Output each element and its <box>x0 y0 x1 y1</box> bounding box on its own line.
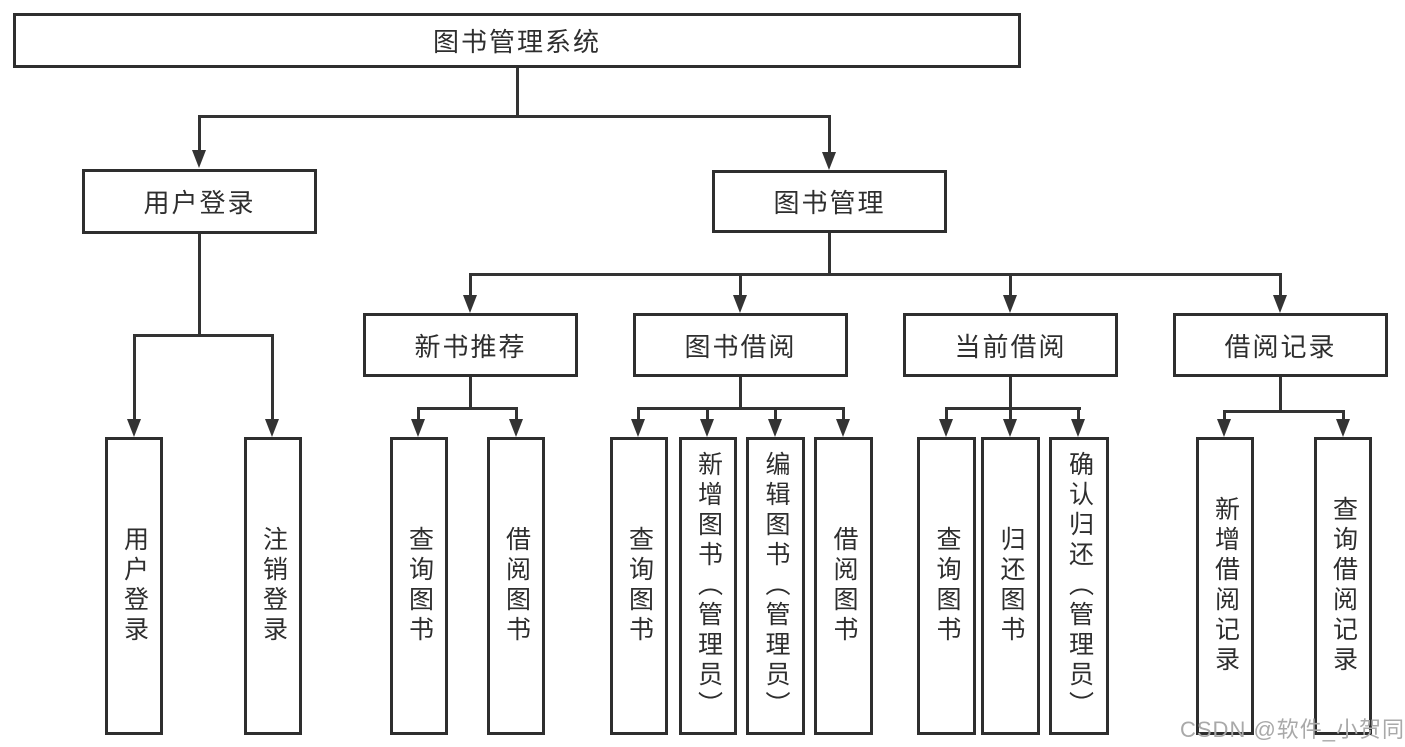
connector-to-leaf-user-login <box>133 334 136 419</box>
connector-leaf-stub <box>945 407 948 420</box>
connector-leaf-stub <box>417 407 420 420</box>
arrow-down-icon <box>700 419 714 437</box>
connector-book-management-crossbar <box>469 273 1282 276</box>
connector-to-leaf-logout <box>271 334 274 419</box>
node-label: 图书管理系统 <box>432 27 601 57</box>
connector-to-current-borrow <box>1009 273 1012 296</box>
leaf-label: 编辑图书（管理员） <box>762 451 790 721</box>
arrow-down-icon <box>939 419 953 437</box>
leaf-label: 确认归还（管理员） <box>1065 451 1094 721</box>
arrow-down-icon <box>631 419 645 437</box>
arrow-down-icon <box>411 419 425 437</box>
node-borrow-records: 借阅记录 <box>1173 313 1388 377</box>
connector-leaf-stub <box>1077 407 1080 420</box>
connector-to-new-book <box>469 273 472 296</box>
connector-root-to-book-management <box>828 115 831 153</box>
connector-leaf-stub <box>1223 410 1226 420</box>
node-book-borrow: 图书借阅 <box>633 313 848 377</box>
leaf-query-books-borrow: 查询图书 <box>610 437 668 735</box>
arrow-down-icon <box>265 419 279 437</box>
arrow-down-icon <box>192 150 206 168</box>
leaf-label: 新增图书（管理员） <box>694 451 723 721</box>
leaf-borrow-books-recommend: 借阅图书 <box>487 437 545 735</box>
node-current-borrow: 当前借阅 <box>903 313 1118 377</box>
connector-leaf-stub <box>1009 407 1012 420</box>
leaf-query-books-recommend: 查询图书 <box>390 437 448 735</box>
connector-leaf-stub <box>515 407 518 420</box>
node-label: 新书推荐 <box>414 331 527 362</box>
connector-to-book-borrow <box>739 273 742 296</box>
connector-leaf-stub <box>842 407 845 420</box>
connector-book-borrow-crossbar <box>637 407 845 410</box>
connector-borrow-records-stem <box>1279 377 1282 413</box>
leaf-label: 借阅图书 <box>502 526 531 646</box>
connector-to-borrow-records <box>1279 273 1282 296</box>
connector-user-login-crossbar <box>133 334 274 337</box>
arrow-down-icon <box>1336 419 1350 437</box>
arrow-down-icon <box>1217 419 1231 437</box>
leaf-query-books-current: 查询图书 <box>917 437 976 735</box>
leaf-label: 借阅图书 <box>830 526 858 646</box>
connector-leaf-stub <box>774 407 777 420</box>
leaf-user-login: 用户登录 <box>105 437 163 735</box>
leaf-query-borrow-record: 查询借阅记录 <box>1314 437 1372 735</box>
arrow-down-icon <box>768 419 782 437</box>
arrow-down-icon <box>1003 295 1017 313</box>
leaf-edit-books-admin: 编辑图书（管理员） <box>746 437 805 735</box>
node-book-management: 图书管理 <box>712 170 947 233</box>
leaf-label: 查询图书 <box>933 526 961 646</box>
leaf-label: 用户登录 <box>120 526 149 646</box>
leaf-add-books-admin: 新增图书（管理员） <box>679 437 737 735</box>
arrow-down-icon <box>733 295 747 313</box>
leaf-add-borrow-record: 新增借阅记录 <box>1196 437 1254 735</box>
leaf-label: 查询图书 <box>625 526 654 646</box>
leaf-label: 查询借阅记录 <box>1329 496 1358 676</box>
leaf-label: 注销登录 <box>259 526 288 646</box>
connector-book-borrow-stem <box>739 377 742 410</box>
arrow-down-icon <box>127 419 141 437</box>
node-label: 用户登录 <box>143 188 256 218</box>
leaf-label: 归还图书 <box>997 526 1025 646</box>
node-label: 图书借阅 <box>684 331 797 362</box>
csdn-watermark: CSDN @软件_小贺同学 <box>1180 717 1405 742</box>
connector-leaf-stub <box>706 407 709 420</box>
arrow-down-icon <box>509 419 523 437</box>
leaf-label: 新增借阅记录 <box>1211 496 1240 676</box>
connector-root-crossbar <box>198 115 831 118</box>
leaf-logout: 注销登录 <box>244 437 302 735</box>
connector-user-login-stem <box>198 234 201 337</box>
connector-current-borrow-crossbar <box>945 407 1081 410</box>
arrow-down-icon <box>1071 419 1085 437</box>
leaf-return-books: 归还图书 <box>981 437 1040 735</box>
connector-leaf-stub <box>637 407 640 420</box>
connector-book-management-stem <box>828 233 831 276</box>
arrow-down-icon <box>822 152 836 170</box>
arrow-down-icon <box>1273 295 1287 313</box>
leaf-confirm-return-admin: 确认归还（管理员） <box>1049 437 1109 735</box>
leaf-borrow-books: 借阅图书 <box>814 437 873 735</box>
node-label: 借阅记录 <box>1224 331 1337 362</box>
connector-borrow-records-crossbar <box>1223 410 1345 413</box>
connector-root-stem <box>516 68 519 118</box>
connector-root-to-user-login <box>198 115 201 151</box>
leaf-label: 查询图书 <box>405 526 434 646</box>
arrow-down-icon <box>1003 419 1017 437</box>
connector-new-book-crossbar <box>417 407 518 410</box>
connector-leaf-stub <box>1342 410 1345 420</box>
arrow-down-icon <box>463 295 477 313</box>
connector-new-book-stem <box>469 377 472 410</box>
node-label: 图书管理 <box>773 188 886 218</box>
node-new-book-recommend: 新书推荐 <box>363 313 578 377</box>
node-user-login: 用户登录 <box>82 169 317 234</box>
node-label: 当前借阅 <box>954 331 1067 362</box>
connector-current-borrow-stem <box>1009 377 1012 410</box>
arrow-down-icon <box>836 419 850 437</box>
node-library-management-system: 图书管理系统 <box>13 13 1021 68</box>
